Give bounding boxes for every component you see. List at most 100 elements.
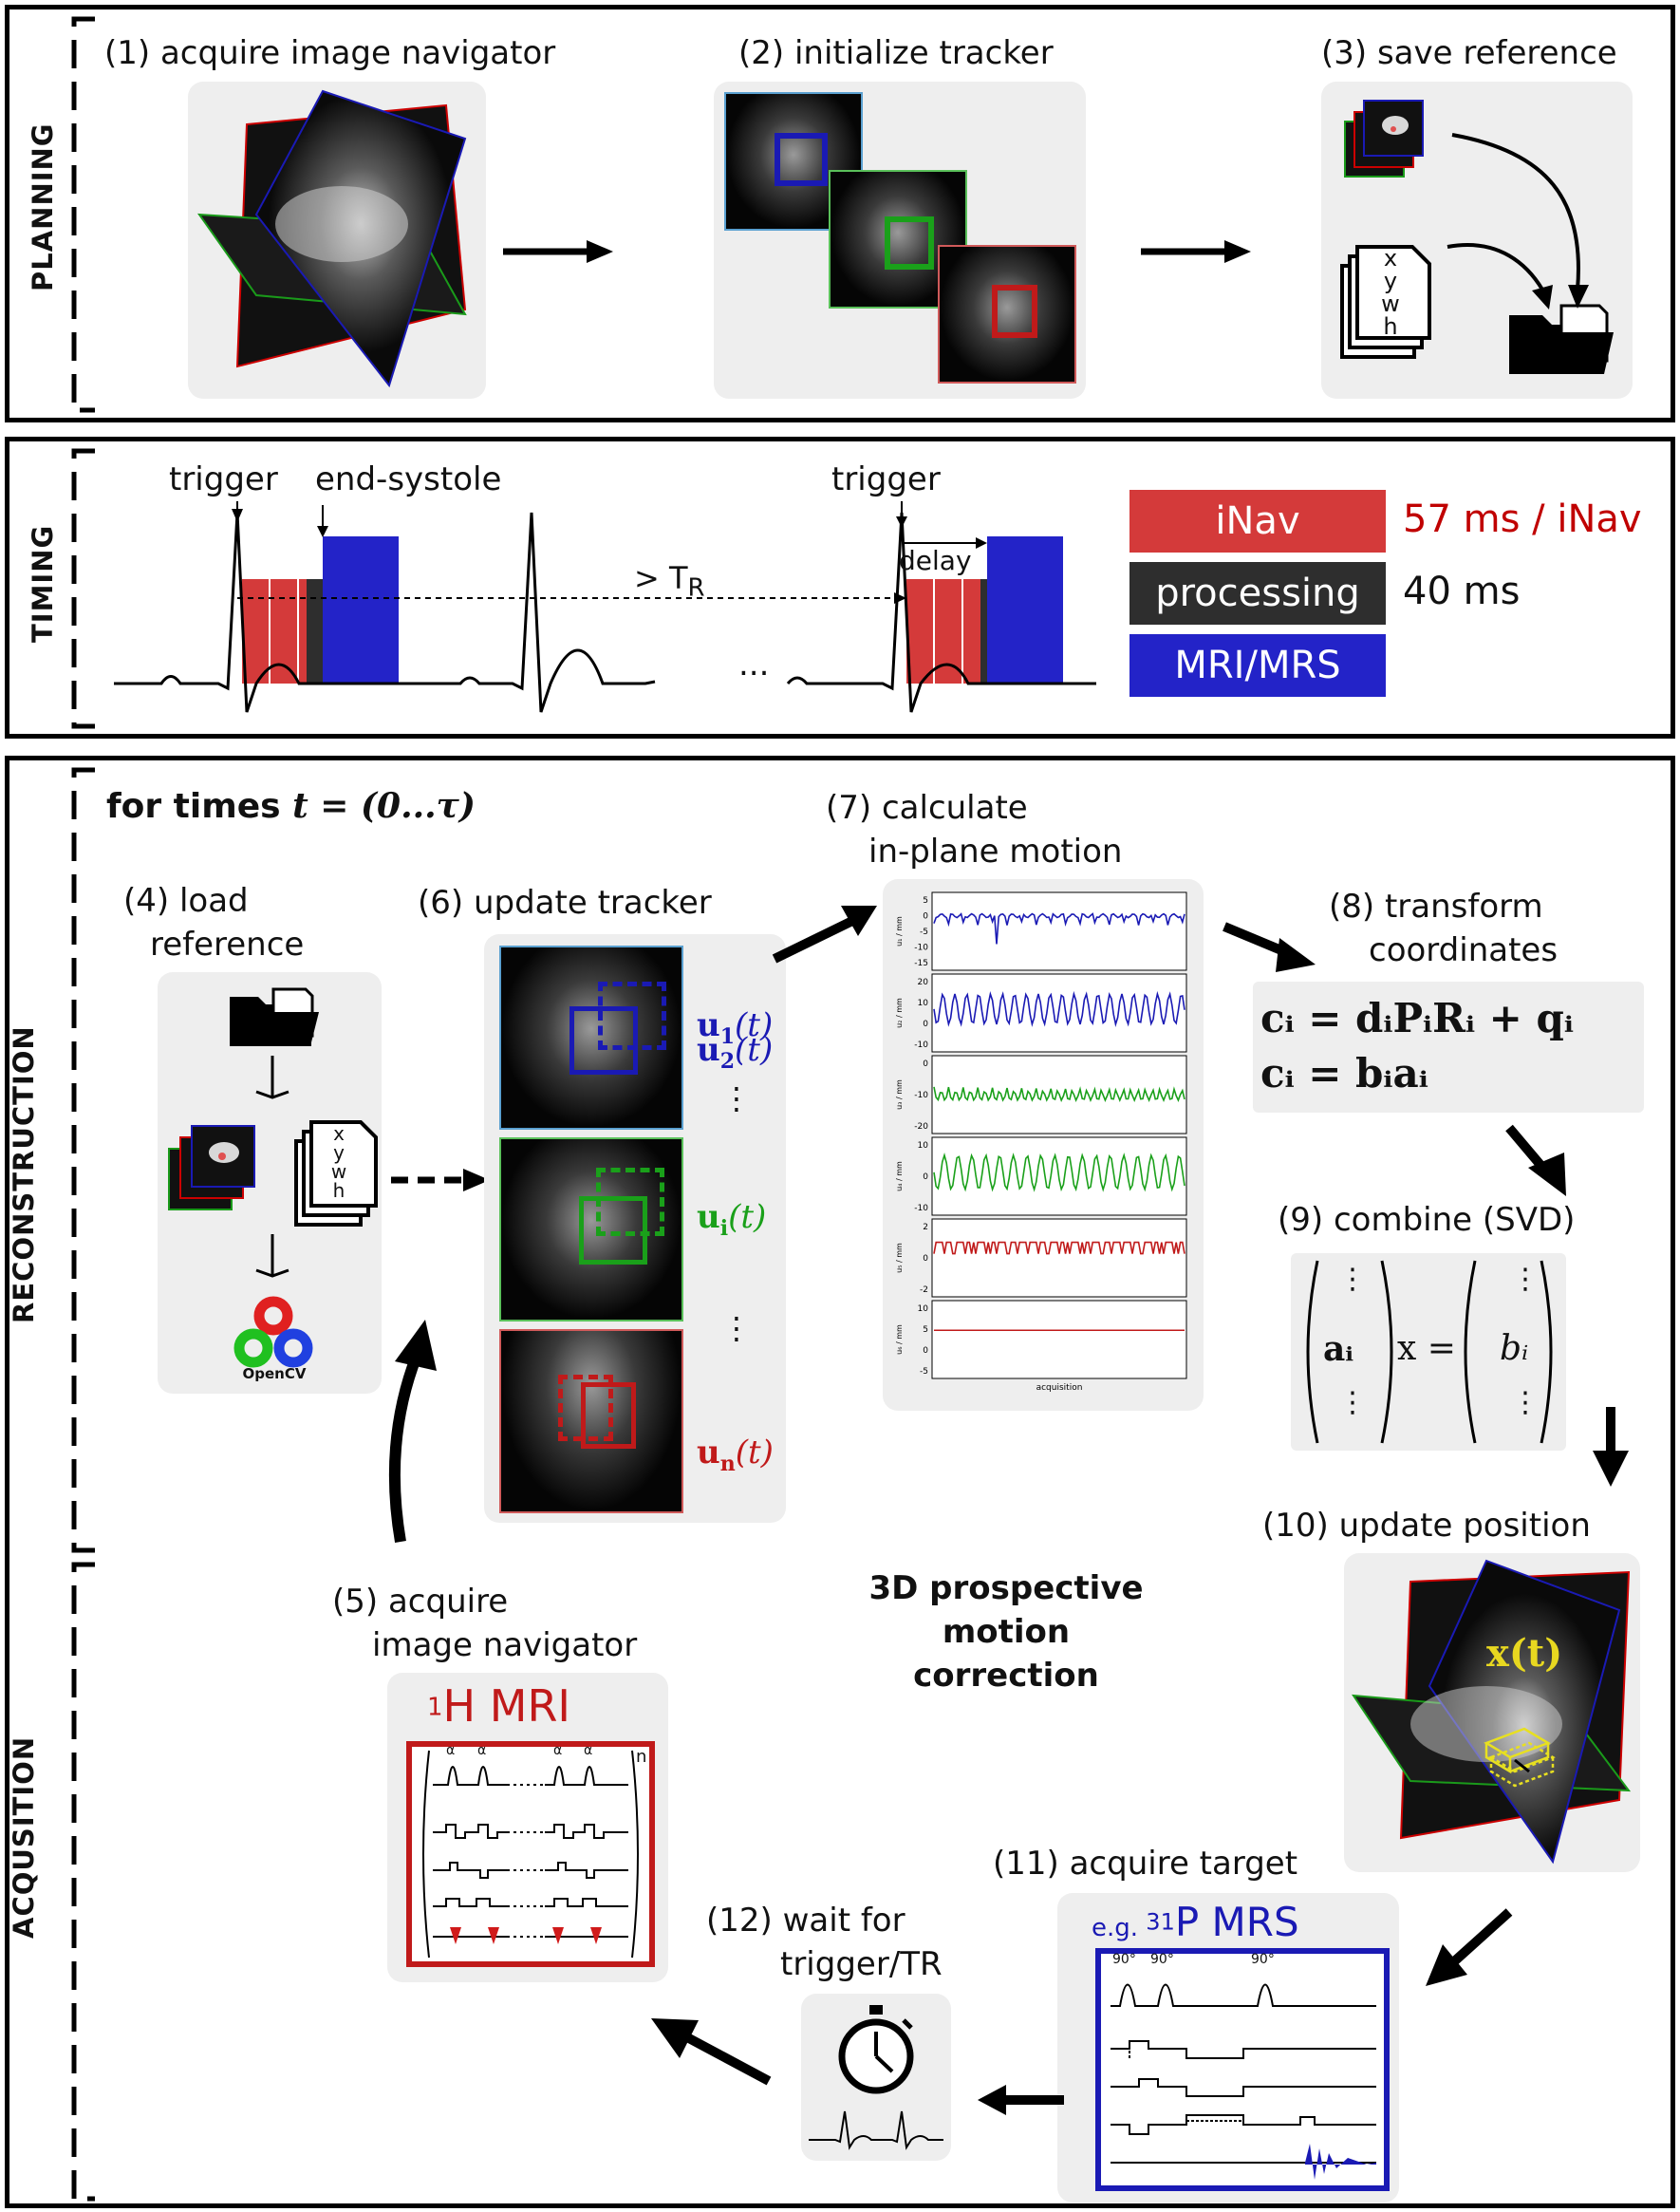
tracker-box-blue-dashed: [598, 982, 666, 1050]
step12-line1: (12) wait for: [706, 1902, 905, 1940]
loop-header: for times t = (0...τ): [106, 786, 476, 826]
tracker-label-un: un(t): [697, 1434, 774, 1476]
u2-arg: (t): [735, 1031, 774, 1069]
step7-line1: (7) calculate: [826, 789, 1028, 827]
mrs-prefix: e.g.: [1092, 1914, 1147, 1942]
svd-brackets: [1306, 1260, 1553, 1444]
mri-title: 1H MRI: [427, 1680, 570, 1732]
arrow-6-to-7: [772, 906, 877, 964]
step4-label: (4) load reference: [104, 879, 351, 966]
load-folder-icon: [230, 987, 319, 1046]
svd-vdots-right-bottom: ⋮: [1511, 1386, 1540, 1419]
arrow-9-to-10: [1593, 1407, 1629, 1487]
mrs-pulse-sequence: [1111, 1983, 1376, 2180]
mri-sequence-frame: [406, 1741, 655, 1967]
mrs-sequence-frame: [1095, 1948, 1390, 2191]
load-coordinate-file-icon: [294, 1120, 378, 1227]
step10-label: (10) update position: [1262, 1507, 1591, 1545]
arrow-5-to-6: [388, 1320, 437, 1544]
tracker-box-green-dashed: [596, 1168, 664, 1236]
mrs-sup: 31: [1146, 1908, 1175, 1936]
motion-plot-tick: -10: [914, 1091, 928, 1100]
svd-vdots-left-bottom: ⋮: [1338, 1386, 1367, 1419]
motion-plot-tick: -20: [914, 1122, 928, 1132]
equation-transform: cᵢ = dᵢPᵢRᵢ + qᵢ: [1260, 995, 1574, 1041]
section-label-acquisition: ACQUSITION: [8, 1735, 40, 1939]
timing-trigger-label-2: trigger: [831, 460, 941, 498]
mrs-title: e.g. 31P MRS: [1092, 1899, 1299, 1945]
u1-arg: (t): [735, 1006, 774, 1044]
section-label-timing: TIMING: [27, 524, 59, 643]
folder-icon: [1509, 304, 1614, 374]
step5-label: (5) acquire image navigator: [332, 1580, 674, 1667]
arrow-10-to-11: [1426, 1908, 1513, 1986]
motion-plot-tick: 0: [923, 1346, 928, 1356]
navigator-planes-image: [196, 89, 467, 388]
tracker-image-3: [499, 1329, 683, 1513]
timing-ellipsis: ...: [738, 646, 770, 684]
un-sub: n: [719, 1451, 736, 1476]
step2-label: (2) initialize tracker: [738, 34, 1054, 72]
motion-plot-tick: 0: [923, 1020, 928, 1029]
motion-plot-frame: [931, 891, 1187, 971]
step8-line2: coordinates: [1369, 931, 1559, 969]
motion-plot-tick: 20: [918, 978, 929, 987]
motion-plot-tick: -2: [920, 1285, 928, 1295]
step7-label: (7) calculate in-plane motion: [826, 786, 1148, 873]
svd-left-entry: aᵢ: [1323, 1329, 1353, 1369]
tracker-label-u1: u1(t): [697, 1006, 773, 1049]
motion-plot-frame: [931, 1136, 1187, 1216]
u1-sym: u: [697, 1006, 720, 1044]
mri-alpha-3: α: [553, 1743, 563, 1758]
arrow-2-to-3: [1141, 240, 1251, 263]
file-letter-h: h: [1383, 313, 1398, 340]
motion-plot-tick: 0: [923, 1172, 928, 1182]
tracker-box-green-solid: [579, 1196, 647, 1265]
opencv-label: OpenCV: [242, 1365, 307, 1382]
reconstruction-bracket: [71, 767, 95, 1553]
motion-plot-trace: [933, 1086, 1185, 1102]
transform-card: [1253, 982, 1644, 1113]
section-label-planning: PLANNING: [27, 122, 59, 291]
motion-plot-tick: 10: [918, 1304, 929, 1314]
wait-ecg-icon: [809, 2110, 943, 2150]
motion-plot-tick: 0: [923, 912, 928, 922]
tracker-vdots-1: ⋮: [721, 1080, 752, 1116]
step12-label: (12) wait for trigger/TR: [706, 1899, 991, 1986]
arrow-4-to-6: [391, 1169, 490, 1191]
coordinate-file-icon: [1340, 245, 1431, 359]
legend-value-inav: 57 ms / iNav: [1403, 497, 1642, 541]
svd-right-entry: bᵢ: [1500, 1329, 1529, 1368]
svd-vdots-left-top: ⋮: [1338, 1263, 1367, 1296]
un-arg: (t): [735, 1434, 774, 1472]
file-letters: x y w h: [1376, 247, 1405, 338]
tracker-label-u2-text: u2(t): [697, 1031, 773, 1074]
updated-position-image: [1352, 1559, 1632, 1865]
motion-plot-frame: [931, 1218, 1187, 1298]
tracker-init-image-3: [938, 245, 1076, 384]
step12-line2: trigger/TR: [780, 1945, 943, 1983]
svd-middle: x =: [1397, 1329, 1456, 1368]
timing-end-systole-label: end-systole: [315, 460, 502, 498]
motion-plot-frame: [931, 1300, 1187, 1379]
step4-line1: (4) load: [123, 882, 249, 920]
motion-plot-tick: -10: [914, 1040, 928, 1050]
center-caption: 3D prospective motion correction: [845, 1566, 1167, 1697]
motion-plot-tick: 10: [918, 1141, 929, 1151]
motion-plot-ylabel: u₃ / mm: [895, 1079, 904, 1110]
motion-plot-tick: 0: [923, 1059, 928, 1069]
section-label-reconstruction: RECONSTRUCTION: [8, 1025, 40, 1323]
arrow-1-to-2: [503, 240, 613, 263]
motion-plot-tick: 5: [923, 896, 928, 906]
motion-plot-ylabel: u₆ / mm: [895, 1324, 904, 1355]
step5-line2: image navigator: [372, 1626, 638, 1664]
file-letter-x: x: [1383, 245, 1398, 272]
motion-plot-tick: -10: [914, 944, 928, 953]
center-caption-line1: 3D prospective: [868, 1569, 1144, 1607]
legend-swatch-processing: processing: [1129, 562, 1386, 625]
svd-card: [1291, 1253, 1566, 1451]
step8-line1: (8) transform: [1329, 888, 1543, 926]
tracker-box-red-dashed: [558, 1375, 613, 1441]
equation-coordinates: cᵢ = bᵢaᵢ: [1260, 1050, 1428, 1097]
timing-delay-label: delay: [899, 545, 972, 576]
